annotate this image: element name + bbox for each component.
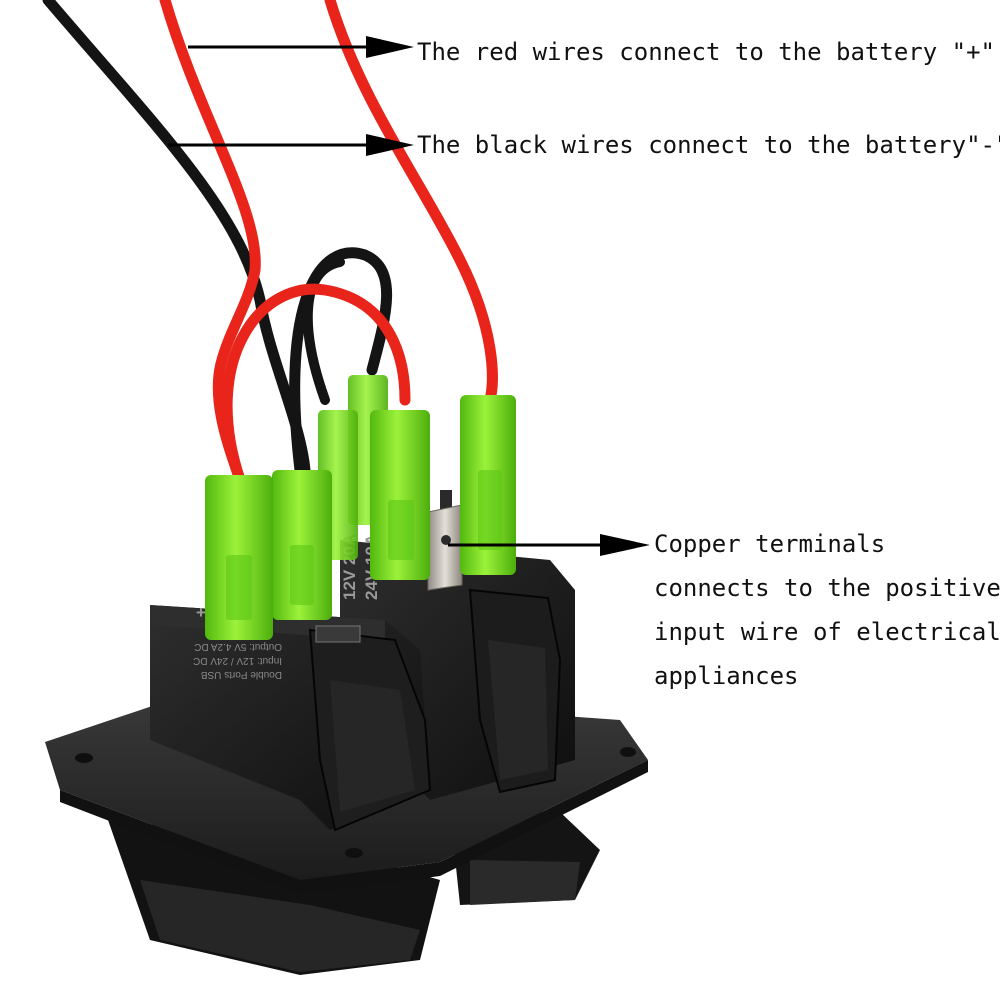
screw-hole (620, 747, 636, 757)
annotation-copper-line-3: input wire of electrical (654, 618, 1000, 646)
green-connector (370, 410, 430, 580)
arrow-black-wires (168, 134, 414, 156)
usb-label-line-2: Input: 12V / 24V DC (193, 655, 282, 666)
annotation-copper-line-1: Copper terminals (654, 530, 886, 558)
red-wires (159, 0, 498, 486)
screw-hole (75, 753, 93, 763)
annotation-copper-line-4: appliances (654, 662, 799, 690)
annotation-copper-line-2: connects to the positive (654, 574, 1000, 602)
arrow-red-wires (188, 36, 414, 58)
green-connector (205, 475, 273, 640)
arrow-copper-terminals (448, 534, 650, 556)
annotation-red-wires: The red wires connect to the battery "+" (417, 38, 995, 66)
green-connector (272, 470, 332, 620)
plus-mark: + (196, 603, 206, 622)
copper-terminal (427, 490, 463, 591)
green-connectors (205, 375, 516, 640)
screw-hole (345, 848, 363, 858)
usb-label-line-3: Output: 5V 4.2A DC (194, 641, 282, 652)
green-connector (460, 395, 516, 575)
annotation-copper-terminals: Copper terminals connects to the positiv… (654, 522, 1000, 698)
annotation-black-wires: The black wires connect to the battery"-… (417, 131, 1000, 159)
usb-label-line-1: Double Ports USB (201, 669, 282, 680)
